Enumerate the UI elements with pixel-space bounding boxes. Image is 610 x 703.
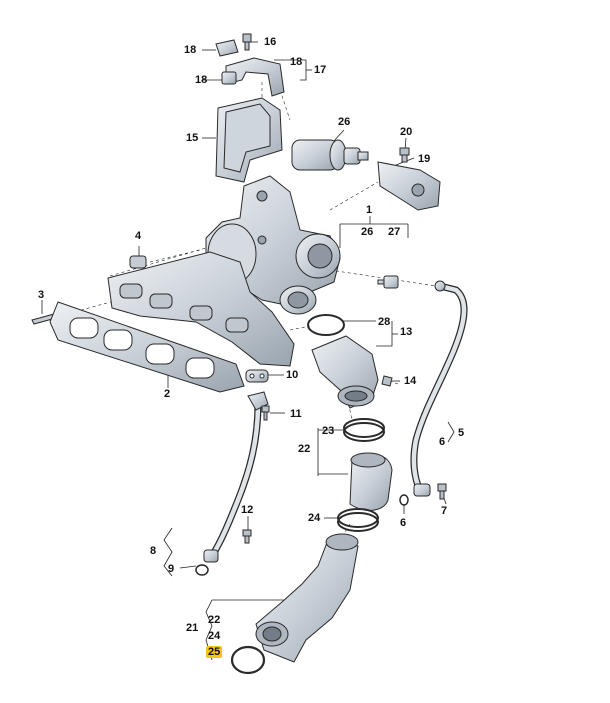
callout-11: 11 xyxy=(290,408,302,420)
banjo-bolt-27 xyxy=(377,275,399,289)
callout-15: 15 xyxy=(186,132,199,144)
callout-28: 28 xyxy=(378,316,391,328)
callout-18-a: 18 xyxy=(184,44,197,56)
callout-20: 20 xyxy=(400,126,413,138)
callout-23: 23 xyxy=(322,425,335,437)
bolt-11 xyxy=(261,405,270,421)
callout-2: 2 xyxy=(164,388,171,400)
callout-4: 4 xyxy=(135,230,142,242)
heat-shield-15 xyxy=(215,97,283,183)
callout-21: 21 xyxy=(186,622,199,634)
seal-6 xyxy=(399,494,409,506)
callout-9: 9 xyxy=(168,563,175,575)
callout-14: 14 xyxy=(404,375,417,387)
bolt-20 xyxy=(399,147,410,163)
charge-pipe-21 xyxy=(255,533,359,663)
callout-16: 16 xyxy=(264,36,277,48)
seal-ring-25 xyxy=(230,645,266,675)
callout-19: 19 xyxy=(418,153,431,165)
oil-feed-pipe-6 xyxy=(410,280,468,497)
callout-24-mid: 24 xyxy=(308,512,321,524)
callout-13: 13 xyxy=(400,326,413,338)
bolt-7 xyxy=(437,483,447,500)
bolt-12 xyxy=(242,529,252,544)
bolt-16 xyxy=(242,33,252,51)
callout-18-b: 18 xyxy=(290,56,303,68)
gasket-2 xyxy=(49,301,245,393)
callout-17: 17 xyxy=(314,64,327,76)
heat-shield-top xyxy=(215,39,285,97)
callout-7: 7 xyxy=(441,505,448,517)
hose-22 xyxy=(349,452,393,511)
clamp-24 xyxy=(337,508,379,532)
callout-22-mid: 22 xyxy=(298,443,311,455)
actuator-26 xyxy=(291,139,369,171)
callout-3: 3 xyxy=(38,289,45,301)
bracket-19 xyxy=(377,161,441,211)
callout-26-top: 26 xyxy=(338,116,351,128)
callout-18-c: 18 xyxy=(195,74,208,86)
callout-26-mid: 26 xyxy=(361,226,374,238)
callout-27: 27 xyxy=(388,226,401,238)
stud-4 xyxy=(129,255,147,269)
callout-10: 10 xyxy=(286,369,299,381)
exhaust-manifold xyxy=(107,251,295,367)
clamp-23 xyxy=(343,418,385,442)
callout-8: 8 xyxy=(150,545,157,557)
bolt-14 xyxy=(381,375,393,387)
seal-ring-28 xyxy=(307,314,345,336)
elbow-13 xyxy=(311,335,379,409)
callout-24-low: 24 xyxy=(208,630,221,642)
callout-12: 12 xyxy=(241,504,254,516)
callout-6-lower: 6 xyxy=(400,517,407,529)
flange-10 xyxy=(245,369,269,383)
seal-9 xyxy=(195,564,209,576)
callout-1: 1 xyxy=(366,204,373,216)
callout-6-upper: 6 xyxy=(439,436,446,448)
callout-25-highlighted[interactable]: 25 xyxy=(206,646,223,658)
callout-22-low: 22 xyxy=(208,614,221,626)
callout-5: 5 xyxy=(458,427,465,439)
oil-return-pipe-8 xyxy=(203,391,269,563)
